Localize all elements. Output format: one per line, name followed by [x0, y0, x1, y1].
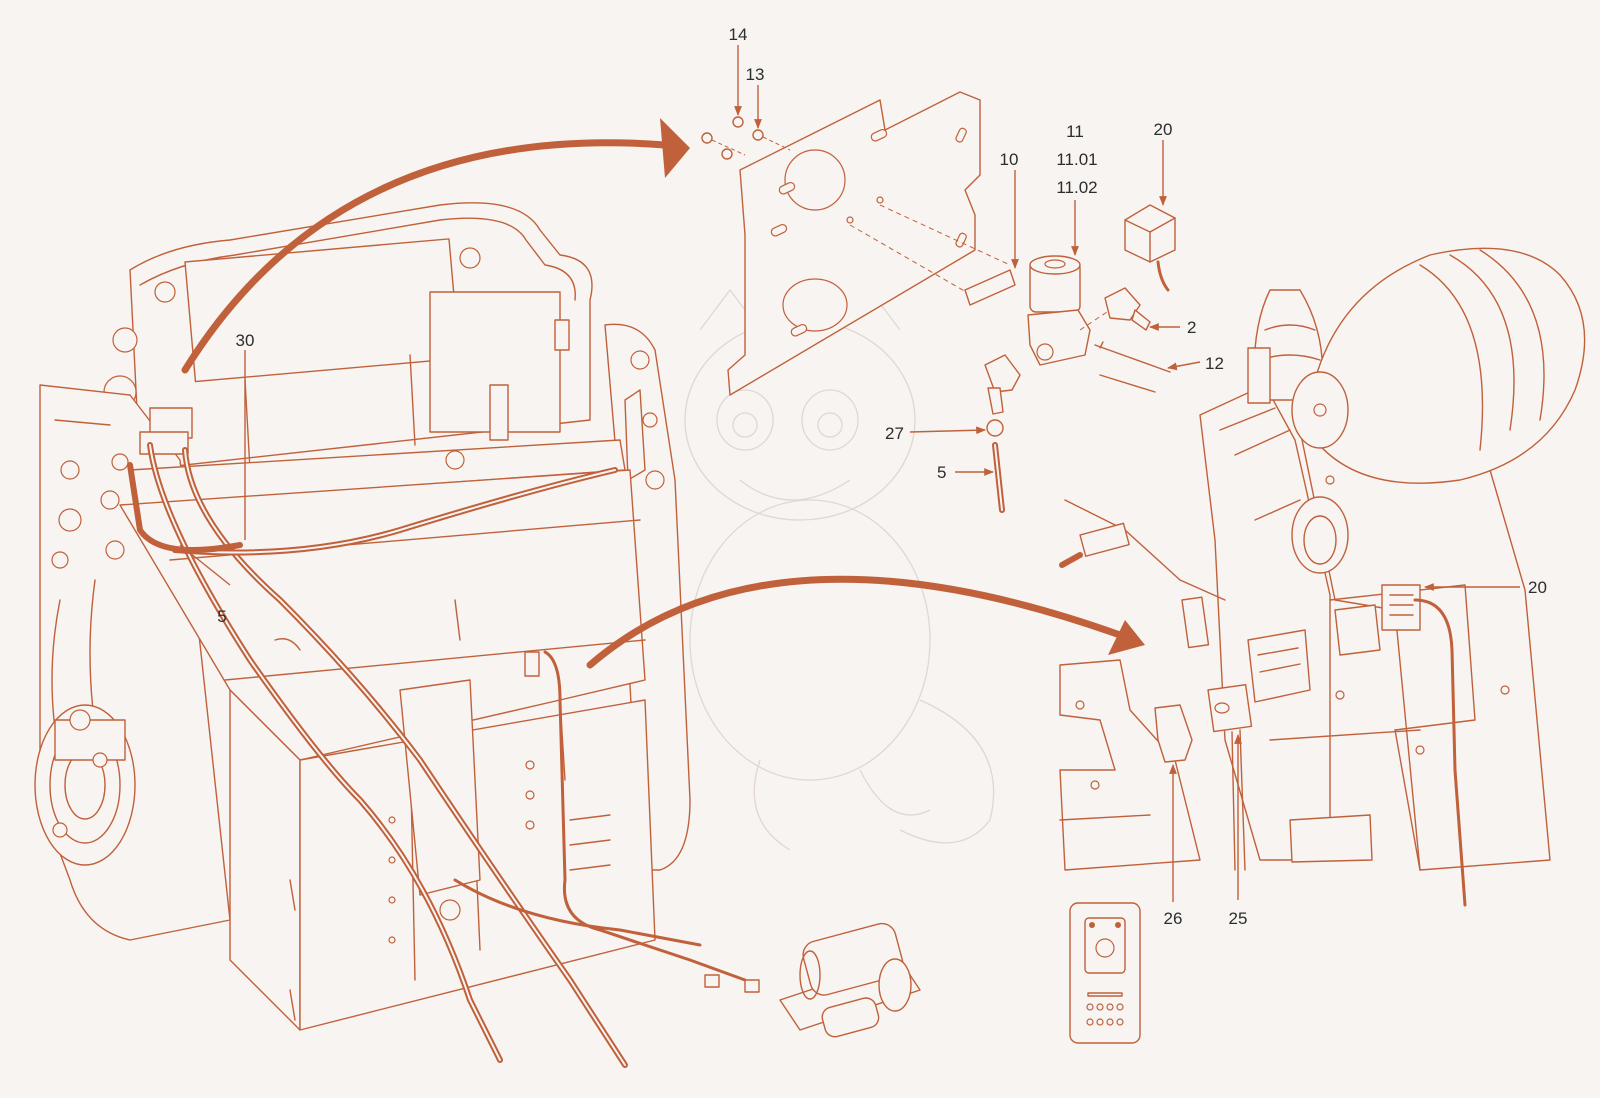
callout-25: 25: [1229, 909, 1248, 928]
callout-20-connector: 20: [1528, 578, 1547, 597]
chassis-hoses: [127, 442, 747, 1068]
callout-5-hose: 5: [937, 463, 946, 482]
seat-cushion: [1291, 247, 1586, 484]
callout-11-01: 11.01: [1056, 150, 1097, 169]
watermark-mascot: [648, 288, 995, 851]
clamp-plate: [964, 269, 1016, 306]
flow-arrow-upper: [181, 139, 669, 374]
drive-wheel-assembly: [34, 704, 136, 866]
rocker-switch: [1207, 684, 1253, 871]
callout-labels: 14 13 11 11.01 11.02 10 20 2 12 27 5 30 …: [217, 25, 1547, 928]
dashboard-assembly: [1059, 247, 1586, 907]
callout-30: 30: [236, 331, 255, 350]
callout-11: 11: [1066, 122, 1084, 141]
callout-5-chassis: 5: [217, 607, 226, 626]
solenoid-coil: [1124, 204, 1176, 292]
solenoid-valve: [1027, 255, 1111, 366]
mounting-bracket-plate: [727, 91, 1011, 396]
pump-assembly: [704, 922, 921, 1038]
nuts-and-washers: [701, 116, 791, 160]
callout-11-02: 11.02: [1056, 178, 1097, 197]
chassis-solenoid-valve: [111, 407, 193, 471]
leader-lines: [179, 45, 1520, 902]
switch-faceplate: [1069, 902, 1141, 1044]
callout-10: 10: [1000, 150, 1019, 169]
callout-26: 26: [1164, 909, 1183, 928]
callout-27: 27: [885, 424, 904, 443]
elbow-fitting: [1104, 287, 1151, 331]
callout-12: 12: [1205, 354, 1224, 373]
flow-arrow-lower-head: [1108, 620, 1145, 655]
switch-cap: [1154, 704, 1193, 763]
connector-block: [1381, 584, 1467, 907]
callout-13: 13: [746, 65, 765, 84]
screw-long: [1094, 344, 1171, 373]
callout-2: 2: [1187, 318, 1196, 337]
machine-chassis: [34, 202, 691, 1031]
screw-lower: [1099, 374, 1156, 393]
callout-20-coil: 20: [1154, 120, 1173, 139]
flow-arrow-lower: [586, 575, 1124, 669]
hose-fitting: [984, 354, 1021, 513]
flow-arrow-upper-head: [660, 118, 690, 178]
callout-14: 14: [729, 25, 748, 44]
